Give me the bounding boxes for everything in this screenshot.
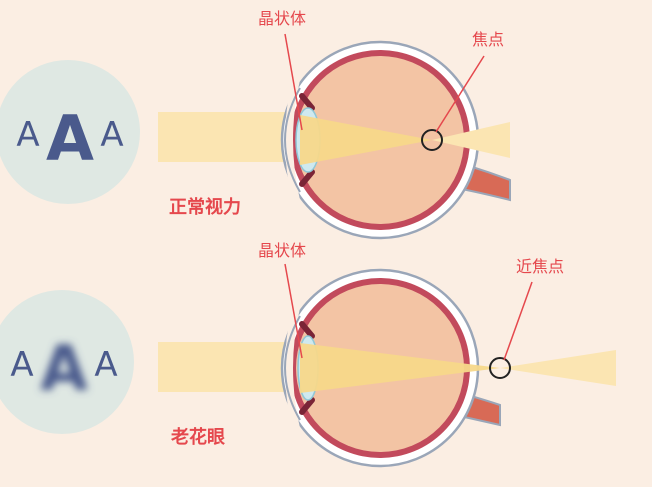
letter-center-blurred: A (40, 332, 88, 405)
refracted-beam (300, 343, 500, 393)
lens-pointer (284, 263, 303, 359)
letter-left: A (10, 345, 33, 385)
iris (299, 93, 315, 187)
lens-label: 晶状体 (258, 241, 306, 260)
near-focus-point-marker (489, 357, 511, 379)
letter-center: A (46, 102, 94, 175)
post-focus-beam (432, 122, 510, 158)
letter-left: A (16, 115, 39, 155)
letters-circle (0, 290, 134, 434)
incoming-beam (158, 342, 300, 392)
focus-point-marker (421, 129, 443, 151)
panel-normal: A A A (0, 9, 511, 240)
lens-pointer (284, 33, 303, 131)
cornea (284, 315, 301, 421)
panel-presbyopia: A A A 晶状体 (0, 241, 616, 468)
focus-pointer (435, 55, 485, 133)
letter-right: A (94, 345, 117, 385)
anterior-gap (285, 308, 300, 428)
cornea (284, 87, 301, 193)
anterior-gap (285, 80, 300, 200)
iris (299, 321, 315, 415)
focus-label: 焦点 (472, 30, 504, 49)
near-focus-label: 近焦点 (516, 257, 564, 276)
letter-right: A (100, 115, 123, 155)
letters-circle (0, 60, 140, 204)
refracted-beam (300, 115, 432, 165)
near-focus-pointer (503, 281, 533, 361)
caption-normal-vision: 正常视力 (169, 196, 241, 218)
incoming-beam (158, 112, 300, 162)
caption-presbyopia: 老花眼 (171, 426, 225, 448)
post-focus-beam (500, 350, 616, 386)
lens-label: 晶状体 (258, 9, 306, 28)
